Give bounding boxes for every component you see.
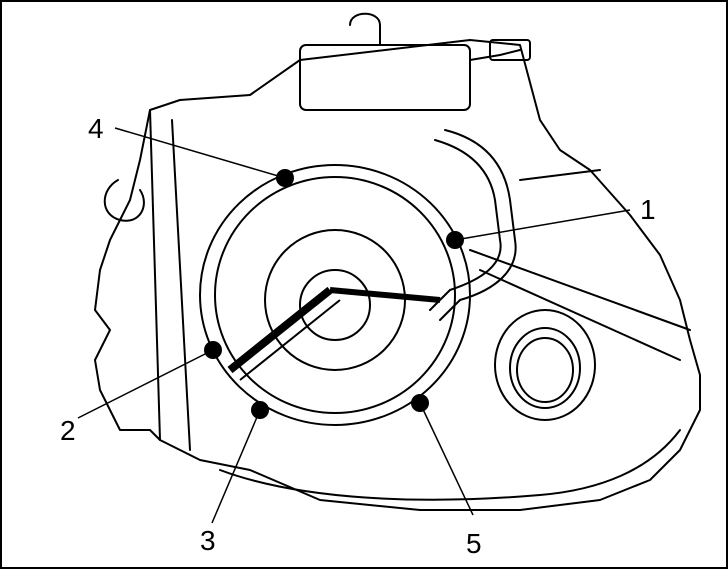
callout-4: 4: [88, 113, 104, 144]
callout-2: 2: [60, 415, 76, 446]
leader-line-4: [114, 127, 286, 179]
leader-line-5: [419, 402, 474, 516]
callout-5: 5: [466, 528, 482, 559]
leader-line-3: [211, 409, 261, 524]
torque-converter: [199, 164, 471, 426]
leader-lines: [77, 127, 631, 524]
transaxle-housing-outline: [94, 12, 701, 511]
callout-labels: 1 2 3 4 5: [60, 113, 656, 559]
leader-line-2: [77, 349, 214, 419]
callout-1: 1: [640, 194, 656, 225]
callout-3: 3: [200, 525, 216, 556]
mounting-bolts: [204, 169, 464, 419]
leader-line-1: [454, 209, 631, 241]
